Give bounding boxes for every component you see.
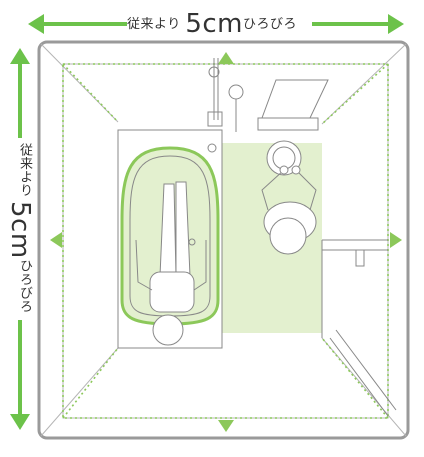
- top-width-arrow: [28, 14, 404, 34]
- left-depth-arrow: [10, 48, 30, 430]
- person-in-bath: [135, 181, 207, 346]
- perspective-lines: [40, 43, 407, 437]
- expanded-area-outline: [62, 63, 389, 419]
- counter-shelf: [257, 117, 319, 131]
- bath-stool: [266, 140, 302, 176]
- person-washing: [261, 165, 317, 255]
- expansion-arrows: [50, 52, 402, 432]
- vanity-unit: [321, 239, 397, 417]
- mirror: [261, 79, 329, 119]
- room-outer-wall: [37, 40, 410, 440]
- shower-fixture: [207, 58, 244, 153]
